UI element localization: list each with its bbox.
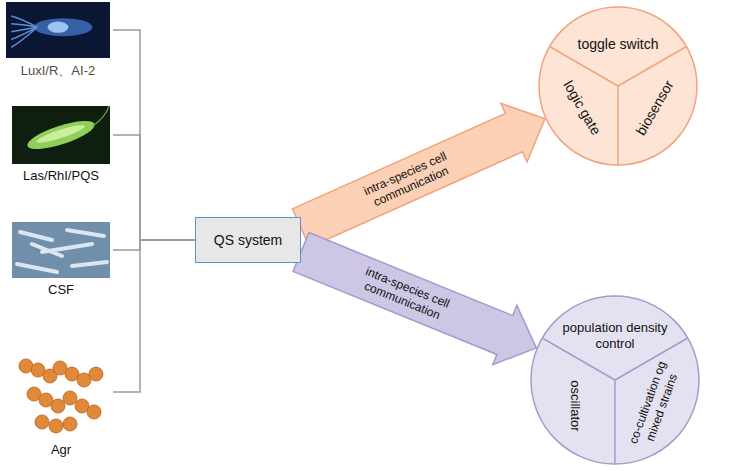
arrow-shape (289, 222, 548, 377)
coccus-cell (89, 367, 103, 381)
cocci-photo-ground (12, 346, 110, 438)
organism-illustration (12, 222, 110, 278)
biofilm-photo-ground (12, 222, 110, 278)
node-label: QS system (214, 232, 282, 248)
bracket-line (113, 240, 195, 392)
coccus-cell (63, 391, 77, 405)
squid-glow (48, 22, 69, 33)
organism-picture: Las/RhI/PQS (9, 106, 113, 183)
squid-tentacle (11, 24, 37, 27)
node-label: Las/RhI/PQS (9, 168, 113, 183)
rod-bacterium (25, 115, 98, 154)
process-box: QS system (195, 217, 301, 263)
bracket-line (113, 135, 195, 240)
organism-picture: LuxI/R、AI-2 (3, 2, 113, 80)
pie-disc (539, 7, 697, 165)
node-label: CSF (9, 282, 113, 297)
rod-cell (17, 264, 57, 272)
coccus-cell (87, 405, 101, 419)
pie-divider (550, 47, 618, 87)
squid-tentacle (11, 27, 37, 47)
bracket-line (113, 30, 195, 240)
node-label: population density control (551, 320, 679, 352)
node-label: LuxI/R、AI-2 (3, 62, 113, 80)
coccus-cell (51, 399, 65, 413)
pie-sector: population density control (551, 320, 679, 352)
coccus-cell (49, 419, 63, 433)
pie-divider (617, 86, 619, 165)
bracket-line (113, 240, 195, 250)
organism-illustration (12, 106, 110, 164)
squid-photo-ground (6, 2, 110, 58)
bacterium-photo-ground (12, 106, 110, 164)
pie-disc (531, 296, 699, 464)
node-label: Agr (9, 442, 113, 457)
squid-body (34, 18, 92, 36)
coccus-cell (35, 415, 49, 429)
pie-sector: oscillator (567, 361, 583, 451)
flagellum (92, 106, 110, 126)
rod-cell (72, 262, 107, 266)
rod-cell (67, 230, 104, 236)
pie-circle: toggle switchlogic gatebiosensor (538, 6, 698, 166)
rod-cell (32, 244, 62, 256)
pie-sector: toggle switch (563, 36, 673, 53)
organism-picture: CSF (9, 222, 113, 297)
pie-divider (614, 380, 616, 464)
organism-picture: Agr (9, 346, 113, 457)
coccus-cell (63, 417, 77, 431)
arrow-shape (288, 90, 558, 258)
pie-circle: population density controloscillatorco-c… (530, 295, 700, 465)
squid-tentacle (11, 16, 37, 27)
node-label: toggle switch (563, 36, 673, 53)
organism-illustration (12, 346, 110, 438)
block-arrow (289, 222, 548, 377)
block-arrow (288, 90, 558, 258)
node-label: oscillator (567, 361, 583, 451)
rod-cell (20, 232, 52, 240)
rod-highlight (35, 122, 86, 145)
organism-illustration (6, 2, 110, 58)
